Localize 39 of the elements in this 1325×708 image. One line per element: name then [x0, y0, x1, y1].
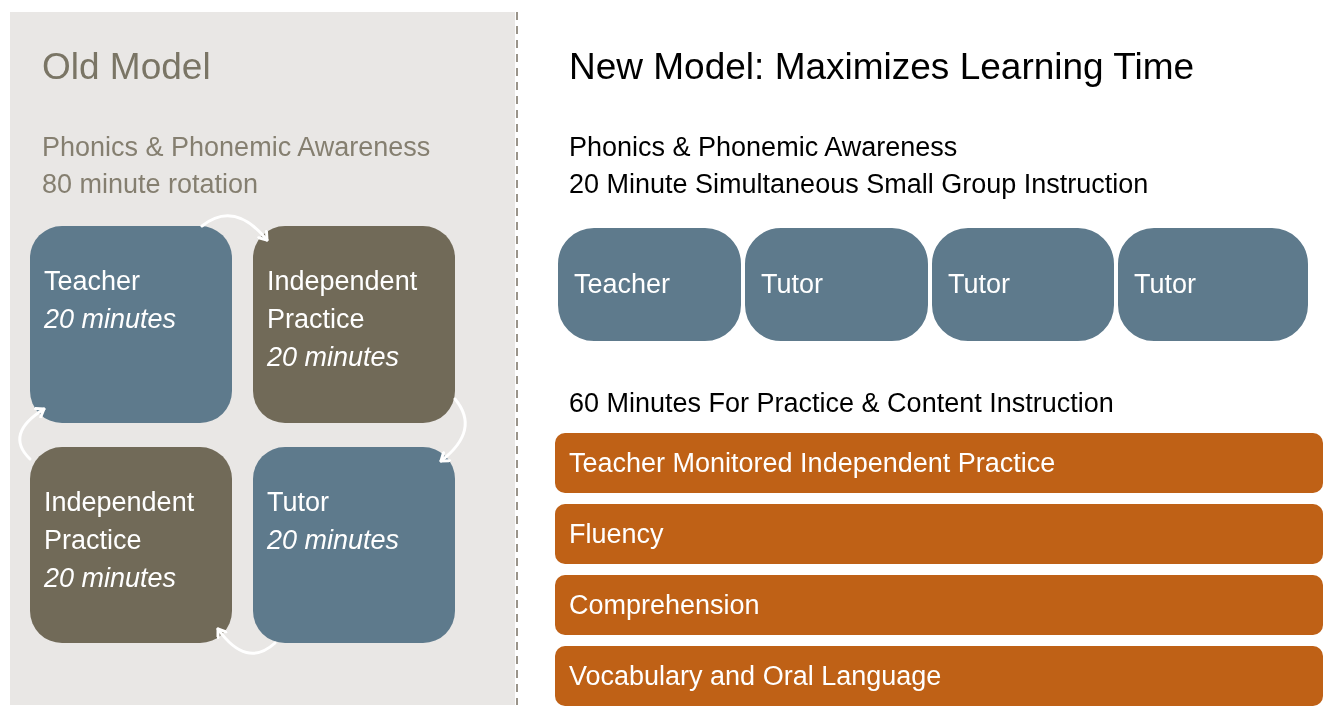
subheading: 20 Minute Simultaneous Small Group Instruction	[569, 168, 1149, 201]
activity-bar	[555, 646, 1323, 706]
curved-arrow	[439, 397, 467, 463]
box-title: Tutor	[1134, 268, 1196, 302]
curved-arrow	[200, 214, 269, 242]
subheading: 60 Minutes For Practice & Content Instruction	[569, 387, 1114, 420]
box-title: Fluency	[569, 517, 664, 551]
box-title: Independent Practice	[44, 486, 196, 557]
box-title: Tutor	[267, 486, 330, 519]
section-heading: Old Model	[42, 45, 211, 89]
duration-text: 20 minutes	[267, 524, 401, 557]
subheading: Phonics & Phonemic Awareness	[569, 131, 958, 164]
group-box	[1116, 226, 1310, 343]
box-title: Tutor	[761, 268, 823, 302]
group-box	[930, 226, 1116, 343]
group-box	[743, 226, 930, 343]
duration-text: 20 minutes	[267, 341, 401, 374]
activity-bar	[555, 575, 1323, 635]
box-title: Teacher Monitored Independent Practice	[569, 446, 1056, 480]
box-title: Independent Practice	[267, 265, 419, 336]
section-heading: New Model: Maximizes Learning Time	[569, 45, 1195, 89]
duration-text: 20 minutes	[44, 303, 178, 336]
group-box	[556, 226, 743, 343]
box-title: Teacher	[574, 268, 671, 302]
box-title: Tutor	[948, 268, 1010, 302]
activity-bar	[555, 433, 1323, 493]
box-title: Comprehension	[569, 588, 760, 622]
curved-arrow	[18, 407, 46, 461]
subheading: 80 minute rotation	[42, 168, 259, 201]
rotation-box	[253, 226, 455, 423]
duration-text: 20 minutes	[44, 562, 178, 595]
box-title: Teacher	[44, 265, 142, 298]
subheading: Phonics & Phonemic Awareness	[42, 131, 431, 164]
activity-bar	[555, 504, 1323, 564]
rotation-box	[30, 226, 232, 423]
box-title: Vocabulary and Oral Language	[569, 659, 942, 693]
curved-arrow	[216, 627, 277, 655]
rotation-box	[30, 447, 232, 643]
rotation-box	[253, 447, 455, 643]
